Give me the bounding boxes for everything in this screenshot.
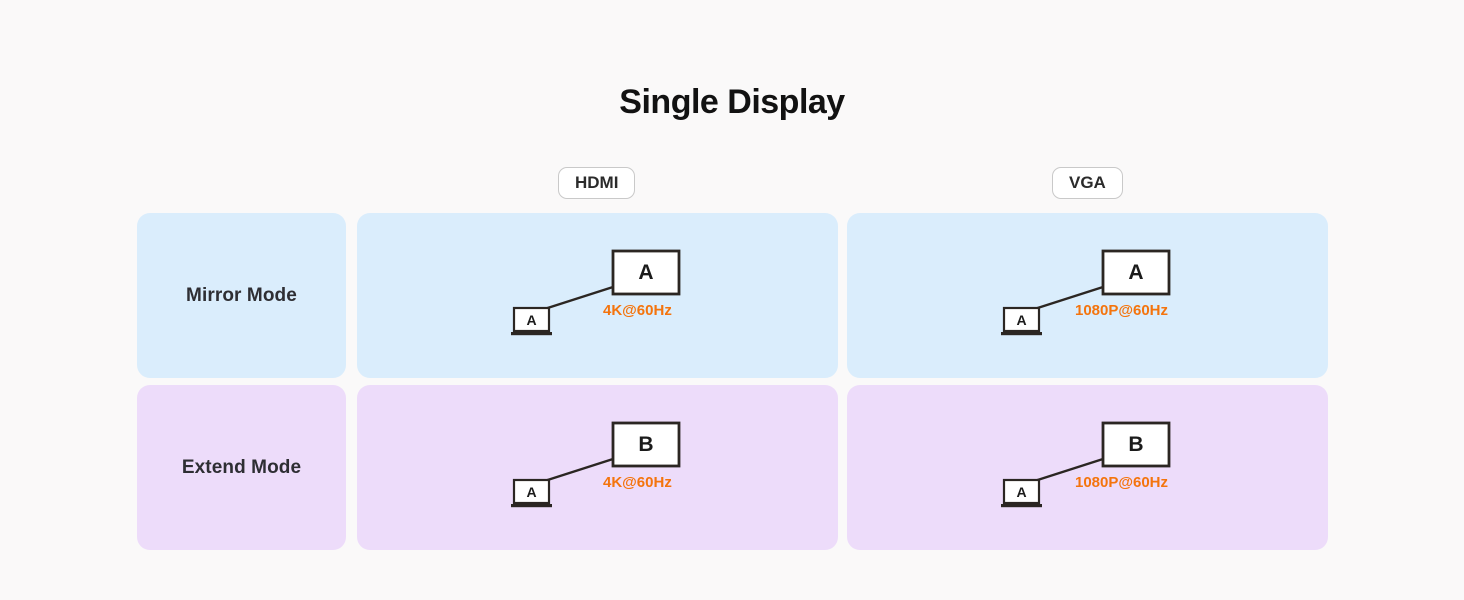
- column-header-hdmi-label: HDMI: [575, 173, 619, 192]
- row-label-extend-mode: Extend Mode: [137, 385, 346, 550]
- cell-mirror-vga: A A 1080P@60Hz: [847, 213, 1328, 378]
- external-monitor-icon: [611, 249, 681, 296]
- laptop-base-icon: [1001, 504, 1042, 508]
- laptop-base-icon: [1001, 332, 1042, 336]
- column-header-vga: VGA: [1052, 167, 1123, 199]
- resolution-label: 4K@60Hz: [603, 474, 672, 491]
- external-monitor-icon: [611, 421, 681, 468]
- cell-mirror-hdmi: A A 4K@60Hz: [357, 213, 838, 378]
- laptop-icon: [1002, 478, 1041, 505]
- column-header-vga-label: VGA: [1069, 173, 1106, 192]
- external-monitor-icon: [1101, 249, 1171, 296]
- laptop-base-icon: [511, 332, 552, 336]
- connection-diagram-mirror-vga: A A 1080P@60Hz: [847, 213, 1328, 378]
- diagram-svg: [1001, 421, 1171, 508]
- diagram-svg: [511, 249, 681, 336]
- row-label-mirror-mode: Mirror Mode: [137, 213, 346, 378]
- row-label-mirror-mode-text: Mirror Mode: [186, 284, 297, 306]
- resolution-label: 4K@60Hz: [603, 302, 672, 319]
- laptop-base-icon: [511, 504, 552, 508]
- cell-extend-vga: B A 1080P@60Hz: [847, 385, 1328, 550]
- row-label-extend-mode-text: Extend Mode: [181, 456, 302, 478]
- laptop-icon: [512, 478, 551, 505]
- diagram-svg: [511, 421, 681, 508]
- laptop-icon: [1002, 306, 1041, 333]
- external-monitor-icon: [1101, 421, 1171, 468]
- connection-diagram-extend-vga: B A 1080P@60Hz: [847, 385, 1328, 550]
- connection-diagram-extend-hdmi: B A 4K@60Hz: [357, 385, 838, 550]
- resolution-label: 1080P@60Hz: [1075, 302, 1169, 319]
- cell-extend-hdmi: B A 4K@60Hz: [357, 385, 838, 550]
- diagram-svg: [1001, 249, 1171, 336]
- connection-diagram-mirror-hdmi: A A 4K@60Hz: [357, 213, 838, 378]
- page-title: Single Display: [619, 83, 845, 121]
- laptop-icon: [512, 306, 551, 333]
- resolution-label: 1080P@60Hz: [1075, 474, 1169, 491]
- column-header-hdmi: HDMI: [558, 167, 636, 199]
